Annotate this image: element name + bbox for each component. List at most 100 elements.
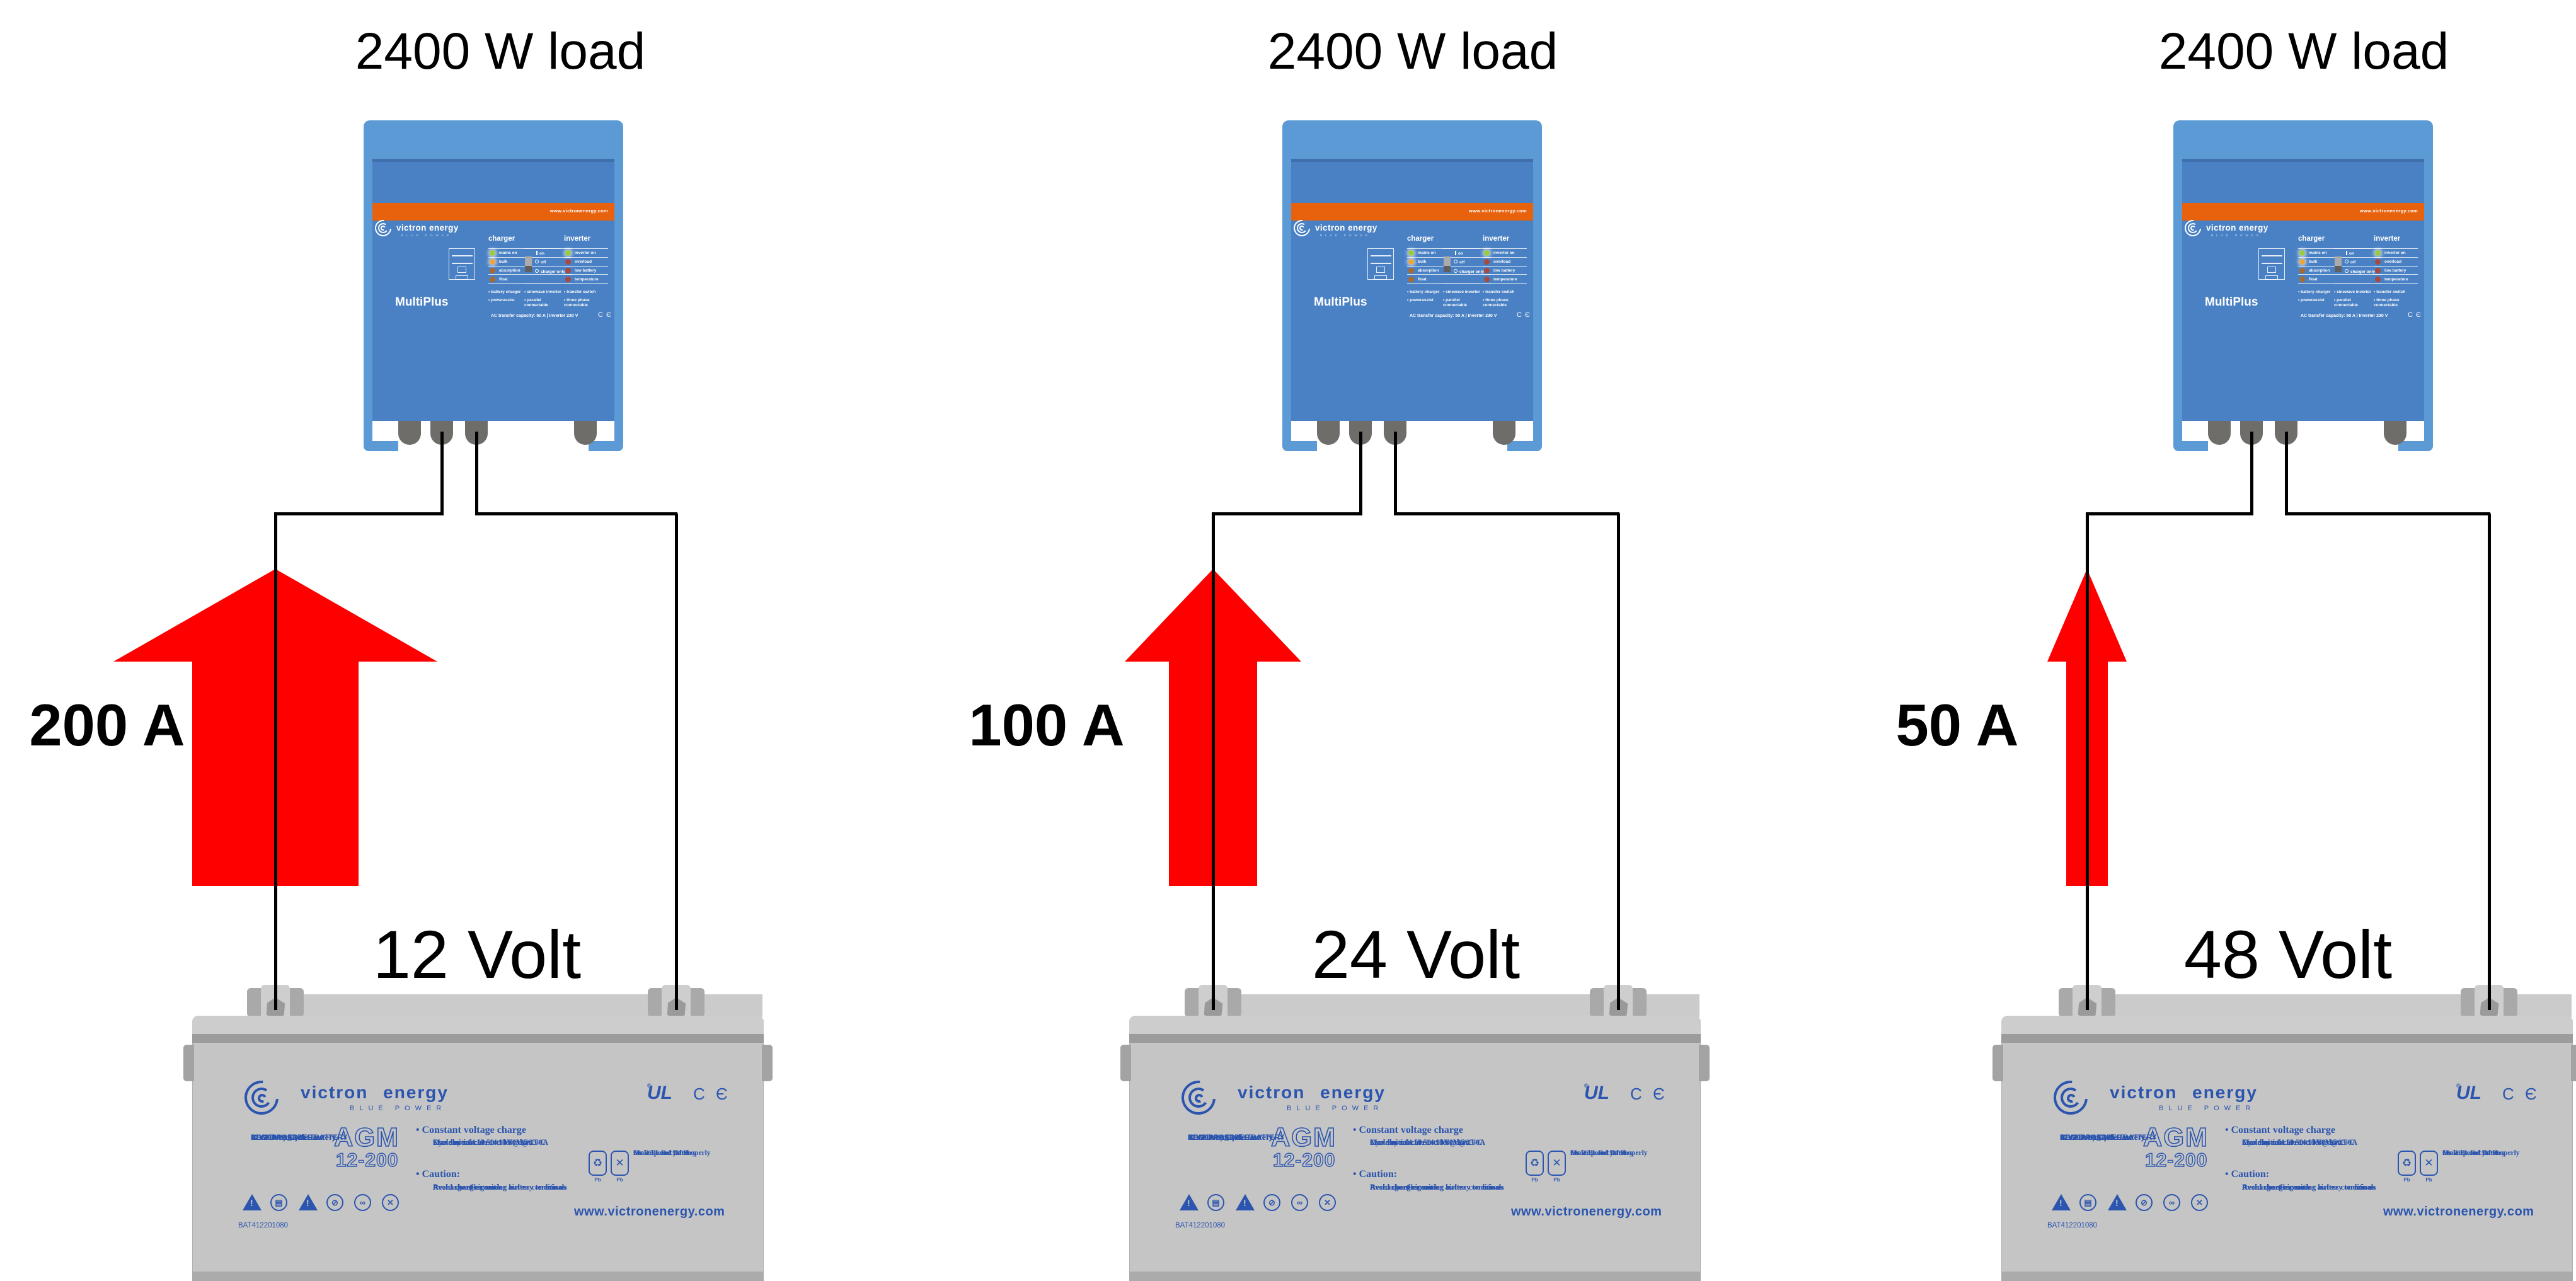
battery-cable	[1212, 514, 1215, 1010]
overload-led-icon	[1484, 259, 1490, 265]
battery-case	[2001, 1016, 2573, 1281]
inverter-url: www.victronenergy.com	[1468, 208, 1527, 214]
recycle-icon: ♻	[589, 1151, 607, 1176]
inverter-orange-stripe: www.victronenergy.com	[372, 203, 614, 221]
battery-model-type: AGM	[2142, 1122, 2209, 1152]
acid-hazard-icon	[2108, 1194, 2127, 1210]
charger-only-circle-icon	[2345, 269, 2349, 273]
charger-heading: charger	[488, 235, 515, 243]
inverter-heading: inverter	[564, 235, 591, 243]
multiplus-inverter: www.victronenergy.com victron energy BLU…	[1282, 120, 1542, 451]
no-trash-bin-icon: ✕	[2420, 1151, 2438, 1176]
no-trash-bin-icon: ✕	[1548, 1151, 1566, 1176]
victron-logo-icon	[237, 1073, 286, 1122]
voltage-label: 12 Volt	[372, 916, 582, 992]
low-battery-led-icon	[2375, 268, 2381, 273]
acid-hazard-icon	[1236, 1194, 1255, 1210]
battery-handle	[762, 1045, 773, 1081]
off-circle-icon	[2345, 260, 2349, 263]
caution-heading: Caution:	[1353, 1169, 1397, 1180]
wear-eye-protection-icon: ∞	[2163, 1194, 2180, 1211]
current-label: 200 A	[29, 692, 185, 758]
battery-cable	[2086, 514, 2089, 1010]
battery-handle	[183, 1045, 194, 1081]
charger-only-circle-icon	[1454, 269, 1458, 273]
ce-mark: C Є	[1630, 1084, 1668, 1103]
battery-cable	[274, 512, 443, 515]
battery-brand-sub: BLUE POWER	[350, 1105, 447, 1112]
mains-on-led-icon	[1408, 250, 1414, 256]
acid-hazard-icon	[299, 1194, 318, 1210]
rocker-switch	[1444, 256, 1451, 272]
keep-away-children-icon: ✕	[1319, 1194, 1336, 1211]
current-label: 50 A	[1895, 692, 2019, 758]
voltage-label: 24 Volt	[1311, 916, 1521, 992]
mounting-foot	[2173, 441, 2208, 451]
inverter-url: www.victronenergy.com	[549, 208, 608, 214]
bulk-led-icon	[1408, 259, 1414, 265]
current-label: 100 A	[969, 692, 1125, 758]
absorption-led-icon	[1408, 268, 1414, 273]
multiplus-inverter: www.victronenergy.com victron energy BLU…	[364, 120, 623, 451]
inverter-orange-stripe: www.victronenergy.com	[2182, 203, 2424, 221]
rocker-switch	[525, 256, 532, 272]
inverter-terminal	[2384, 421, 2406, 445]
battery-url: www.victronenergy.com	[574, 1205, 725, 1219]
mounting-foot	[2398, 441, 2433, 451]
float-led-icon	[490, 277, 495, 282]
charger-only-circle-icon	[535, 269, 539, 273]
inverter-on-led-icon	[565, 250, 571, 256]
inverter-spec-line: AC transfer capacity: 50 A | Inverter 23…	[1410, 314, 1497, 318]
battery-cable	[440, 432, 444, 515]
inverter-terminal	[2208, 421, 2231, 445]
inverter-model: MultiPlus	[395, 296, 449, 309]
agm-battery: victron energy BLUE POWER ®UL C Є 12V200…	[1992, 985, 2576, 1281]
battery-cable	[1617, 514, 1620, 1010]
recycle-icon: ♻	[2398, 1151, 2416, 1176]
inverter-url: www.victronenergy.com	[2359, 208, 2418, 214]
victron-logo-icon	[371, 216, 395, 240]
no-open-flames-icon: ⊘	[326, 1194, 343, 1211]
read-manual-icon: ▤	[2079, 1194, 2096, 1211]
no-trash-bin-icon: ✕	[611, 1151, 629, 1176]
read-manual-icon: ▤	[1207, 1194, 1224, 1211]
ce-mark: C Є	[1517, 311, 1531, 319]
inverter-brand: victron energy	[2206, 223, 2268, 233]
inverter-brand-sub: BLUE POWER	[1320, 234, 1371, 237]
battery-brand: victron energy	[301, 1083, 449, 1102]
battery-case	[1129, 1016, 1701, 1281]
inverter-terminal	[398, 421, 421, 445]
battery-model-code: 12-200	[1272, 1149, 1336, 1171]
inverter-heading: inverter	[2374, 235, 2401, 243]
battery-cable	[2086, 512, 2253, 515]
inverter-spec-line: AC transfer capacity: 50 A | Inverter 23…	[491, 314, 578, 318]
low-battery-led-icon	[1484, 268, 1490, 273]
inverter-terminal	[1317, 421, 1340, 445]
mounting-foot	[364, 441, 398, 451]
absorption-led-icon	[490, 268, 495, 273]
battery-cable	[2285, 512, 2490, 515]
battery-model-type: AGM	[333, 1122, 400, 1152]
battery-cable	[274, 514, 277, 1010]
inverter-model: MultiPlus	[1314, 296, 1367, 309]
on-bar-icon	[1455, 251, 1456, 255]
battery-cable	[475, 432, 478, 515]
circuit-schematic-icon	[2258, 248, 2285, 280]
battery-cable	[2285, 432, 2288, 515]
caution-heading: Caution:	[2225, 1169, 2269, 1180]
no-open-flames-icon: ⊘	[2136, 1194, 2153, 1211]
no-open-flames-icon: ⊘	[1263, 1194, 1280, 1211]
victron-logo-icon	[1290, 216, 1314, 240]
inverter-brand: victron energy	[1315, 223, 1377, 233]
sparks-hazard-icon	[2052, 1194, 2071, 1210]
inverter-on-led-icon	[1484, 250, 1490, 256]
temperature-led-icon	[2375, 277, 2381, 282]
battery-handle	[1699, 1045, 1710, 1081]
inverter-brand-sub: BLUE POWER	[401, 234, 452, 237]
battery-brand-sub: BLUE POWER	[2159, 1105, 2256, 1112]
ce-mark: C Є	[598, 311, 612, 319]
low-battery-led-icon	[565, 268, 571, 273]
bulk-led-icon	[490, 259, 495, 265]
battery-model-code: 12-200	[2144, 1149, 2208, 1171]
circuit-schematic-icon	[1367, 248, 1394, 280]
